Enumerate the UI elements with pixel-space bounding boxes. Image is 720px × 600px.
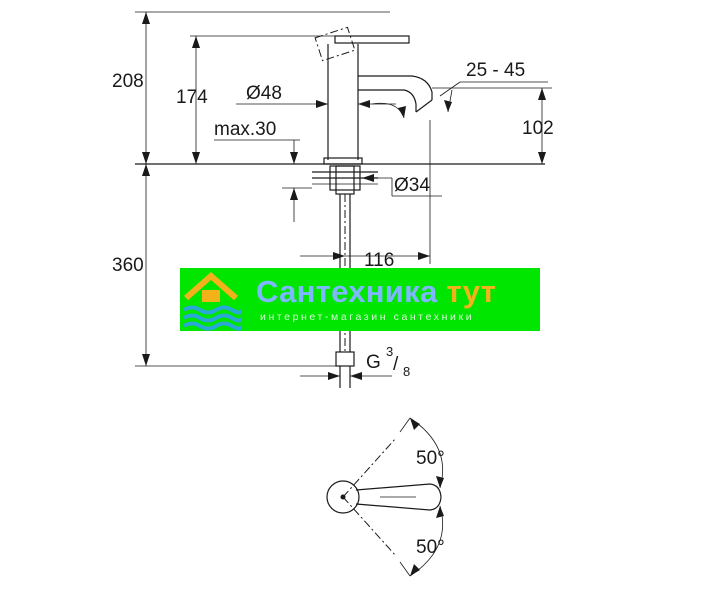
dim-thread-denominator: 8 — [403, 364, 410, 379]
dim-body-height: 174 — [176, 87, 208, 108]
dim-projection: 116 — [364, 250, 394, 271]
watermark-name-accent: тут — [446, 274, 497, 309]
dim-handle-angle-bottom: 50° — [416, 537, 445, 558]
watermark-title: Сантехника тут — [256, 274, 496, 310]
dimension-lines — [135, 11, 552, 380]
dim-thread-numerator: 3 — [386, 344, 393, 359]
dim-body-diameter: Ø48 — [246, 83, 282, 104]
dim-thread-slash: / — [393, 354, 399, 375]
house-waves-logo-icon — [180, 268, 244, 331]
faucet-side-view — [135, 26, 545, 388]
faucet-top-view — [326, 417, 444, 577]
dim-thread: G — [366, 352, 381, 373]
dim-below-counter: 360 — [112, 255, 144, 276]
watermark-tagline: интернет-магазин сантехники — [260, 311, 475, 323]
watermark-name: Сантехника — [256, 274, 438, 309]
dim-handle-angle-top: 50° — [416, 448, 445, 469]
dim-max-thickness: max.30 — [214, 119, 276, 140]
watermark-banner: Сантехника тут интернет-магазин сантехни… — [180, 268, 540, 331]
dim-spout-height: 102 — [522, 118, 554, 139]
dim-spout-angle: 25 - 45 — [466, 60, 525, 81]
dim-hole-diameter: Ø34 — [394, 175, 430, 196]
dim-total-height: 208 — [112, 71, 144, 92]
